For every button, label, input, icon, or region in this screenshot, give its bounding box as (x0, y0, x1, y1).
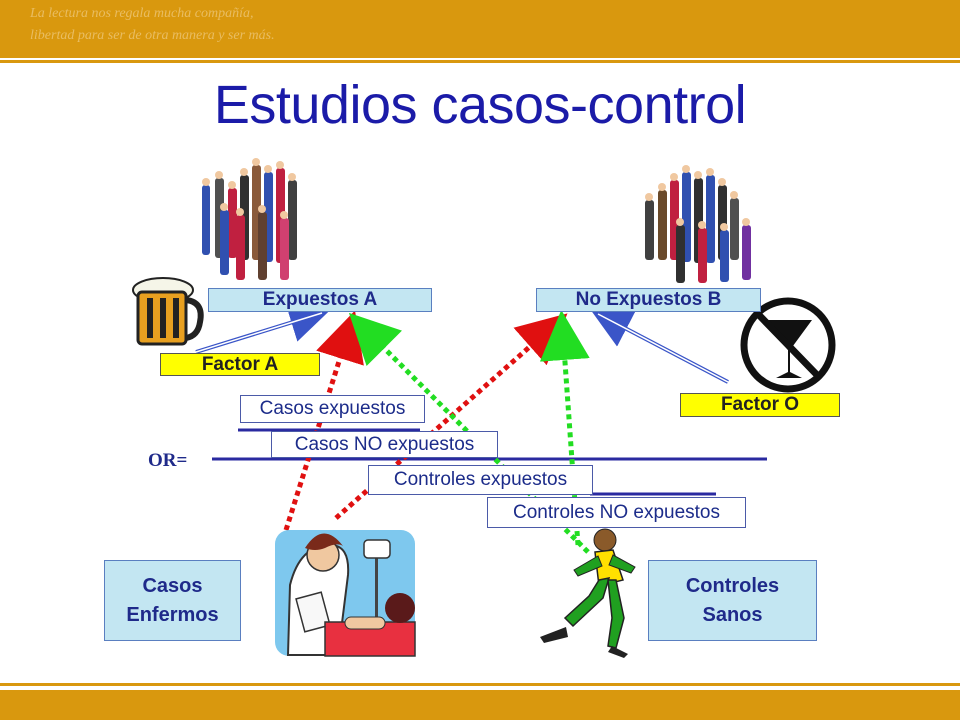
exposed-group-box: Expuestos A (208, 288, 432, 312)
factor-a-box: Factor A (160, 353, 320, 376)
footer-divider (0, 683, 960, 686)
controls-line-1: Controles (685, 574, 780, 597)
footer-bar (0, 690, 960, 720)
case-arrow-exposed (283, 310, 364, 531)
cases-exposed-label: Casos expuestos (240, 395, 425, 423)
header-bar: La lectura nos regala mucha compañía, li… (0, 0, 960, 58)
odds-ratio-label: OR= (148, 450, 188, 471)
motto-line-2: libertad para ser de otra manera y ser m… (30, 28, 275, 43)
controls-line-2: Sanos (702, 603, 763, 626)
beer-mug-icon (132, 277, 204, 346)
no-alcohol-icon (740, 297, 836, 393)
cases-not-exposed-label: Casos NO expuestos (271, 431, 498, 458)
header-divider (0, 60, 960, 63)
controls-exposed-label: Controles expuestos (368, 465, 593, 495)
controls-population-box: Controles Sanos (648, 560, 817, 641)
cases-line-1: Casos (142, 574, 203, 597)
controls-not-exposed-label: Controles NO expuestos (487, 497, 746, 528)
runner-illustration (540, 528, 636, 658)
factor-o-box: Factor O (680, 393, 840, 417)
crowd-left-illustration (202, 158, 297, 280)
crowd-right-illustration (645, 165, 751, 283)
nurse-patient-illustration (275, 530, 416, 657)
cases-population-box: Casos Enfermos (104, 560, 241, 641)
not-exposed-group-box: No Expuestos B (536, 288, 761, 312)
cases-line-2: Enfermos (126, 603, 219, 626)
slide-title: Estudios casos-control (213, 75, 747, 135)
motto-line-1: La lectura nos regala mucha compañía, (30, 6, 254, 21)
